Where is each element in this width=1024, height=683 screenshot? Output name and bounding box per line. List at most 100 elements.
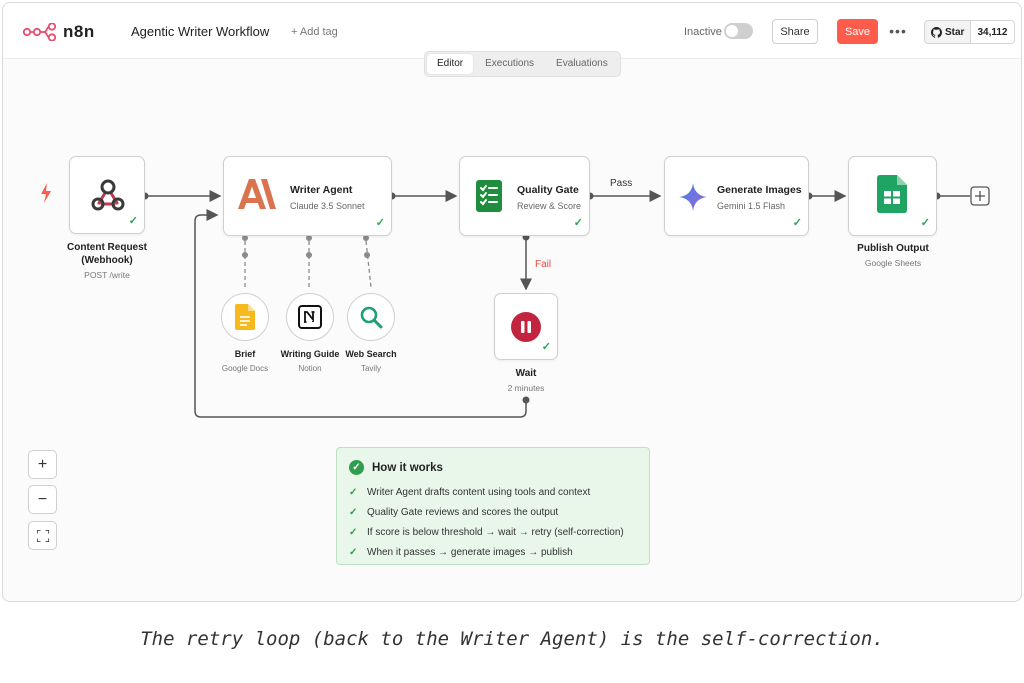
- image-caption: The retry loop (back to the Writer Agent…: [140, 628, 884, 650]
- tool-guide-title: Writing Guide: [280, 349, 340, 359]
- tab-evaluations[interactable]: Evaluations: [556, 58, 608, 69]
- node-writer-agent[interactable]: Writer Agent Claude 3.5 Sonnet ✓: [223, 156, 392, 236]
- list-item: ✓ If score is below threshold → wait → r…: [349, 522, 637, 542]
- node-webhook-title: Content Request (Webhook): [67, 242, 147, 266]
- node-quality-subtitle: Review & Score: [517, 201, 582, 211]
- how-it-works-note[interactable]: ✓ How it works ✓ Writer Agent drafts con…: [336, 447, 650, 565]
- node-publish-output[interactable]: ✓: [848, 156, 937, 236]
- active-toggle[interactable]: [724, 23, 753, 39]
- how-it-works-heading: ✓ How it works: [349, 460, 637, 475]
- node-publish-subtitle: Google Sheets: [864, 258, 922, 268]
- success-check-icon: ✓: [541, 341, 551, 353]
- node-images-title: Generate Images: [717, 184, 802, 196]
- edge-retry-loop[interactable]: [194, 209, 530, 418]
- success-check-icon: ✓: [920, 217, 930, 229]
- logo-text: n8n: [63, 22, 95, 41]
- github-icon: [931, 26, 942, 38]
- node-quality-gate[interactable]: Quality Gate Review & Score ✓: [459, 156, 590, 236]
- edge-images-publish[interactable]: [805, 190, 847, 202]
- workflow-title[interactable]: Agentic Writer Workflow: [131, 24, 270, 39]
- sheets-list-icon: [476, 180, 502, 212]
- star-count: 34,112: [971, 21, 1014, 43]
- search-icon: [360, 306, 383, 329]
- more-options-button[interactable]: •••: [889, 23, 907, 39]
- how-it-works-item: When it passes → generate images → publi…: [367, 546, 573, 558]
- tool-brief-title: Brief: [234, 349, 256, 359]
- save-button[interactable]: Save: [837, 19, 878, 44]
- how-it-works-item: Writer Agent drafts content using tools …: [367, 486, 591, 498]
- top-bar: n8n Agentic Writer Workflow + Add tag In…: [3, 3, 1021, 59]
- github-star-button[interactable]: Star: [925, 21, 972, 43]
- add-tag-button[interactable]: + Add tag: [291, 26, 338, 38]
- node-webhook[interactable]: ✓: [69, 156, 145, 234]
- node-generate-images[interactable]: Generate Images Gemini 1.5 Flash ✓: [664, 156, 809, 236]
- node-publish-caption: Publish Output Google Sheets: [833, 242, 953, 268]
- google-docs-icon: [235, 304, 255, 330]
- tool-search-subtitle: Tavily: [360, 364, 381, 373]
- check-icon: ✓: [349, 526, 358, 538]
- node-images-subtitle: Gemini 1.5 Flash: [717, 201, 786, 211]
- active-status-label: Inactive: [684, 26, 722, 38]
- list-item: ✓ Quality Gate reviews and scores the ou…: [349, 502, 637, 522]
- pause-icon: [511, 312, 541, 342]
- tool-web-search[interactable]: [347, 293, 395, 341]
- node-publish-title: Publish Output: [857, 243, 929, 254]
- tab-editor[interactable]: Editor: [427, 54, 474, 74]
- gemini-icon: [679, 183, 707, 211]
- edge-quality-images[interactable]: [586, 190, 662, 202]
- node-quality-title: Quality Gate: [517, 184, 579, 196]
- tool-guide-subtitle: Notion: [298, 364, 322, 373]
- edge-tool-search[interactable]: [363, 235, 372, 288]
- notion-icon: [298, 305, 322, 329]
- how-it-works-title: How it works: [372, 461, 443, 474]
- list-item: ✓ Writer Agent drafts content using tool…: [349, 482, 637, 502]
- tool-brief-caption: Brief Google Docs: [205, 348, 285, 373]
- edge-publish-add[interactable]: [933, 192, 971, 200]
- how-it-works-item: Quality Gate reviews and scores the outp…: [367, 506, 559, 518]
- list-item: ✓ When it passes → generate images → pub…: [349, 542, 637, 562]
- edge-pass-label: Pass: [610, 178, 633, 189]
- tool-guide-caption: Writing Guide Notion: [270, 348, 350, 373]
- node-webhook-caption: Content Request (Webhook) POST /write: [47, 241, 167, 280]
- app-frame: n8n Agentic Writer Workflow + Add tag In…: [2, 2, 1022, 602]
- success-check-icon: ✓: [128, 215, 138, 227]
- node-wait-title: Wait: [515, 368, 537, 379]
- check-icon: ✓: [349, 486, 358, 498]
- fit-view-button[interactable]: [28, 521, 57, 550]
- tool-writing-guide[interactable]: [286, 293, 334, 341]
- share-button[interactable]: Share: [772, 19, 818, 44]
- node-writer-subtitle: Claude 3.5 Sonnet: [290, 201, 365, 211]
- edge-tool-brief[interactable]: [242, 235, 248, 287]
- tool-search-caption: Web Search Tavily: [331, 348, 411, 373]
- tool-search-title: Web Search: [345, 349, 397, 359]
- check-circle-icon: ✓: [349, 460, 364, 475]
- zoom-in-button[interactable]: +: [28, 450, 57, 479]
- how-it-works-item: If score is below threshold → wait → ret…: [367, 526, 624, 538]
- node-wait-caption: Wait 2 minutes: [466, 367, 586, 393]
- n8n-logo[interactable]: n8n: [23, 22, 95, 42]
- webhook-icon: [91, 179, 125, 211]
- star-label: Star: [945, 26, 965, 38]
- zoom-out-button[interactable]: −: [28, 485, 57, 514]
- tool-brief-subtitle: Google Docs: [221, 364, 269, 373]
- success-check-icon: ✓: [573, 217, 583, 229]
- add-node-icon[interactable]: [970, 186, 990, 206]
- view-tabs: Editor Executions Evaluations: [424, 51, 621, 77]
- node-webhook-subtitle: POST /write: [84, 270, 130, 280]
- node-writer-title: Writer Agent: [290, 184, 353, 196]
- success-check-icon: ✓: [375, 217, 385, 229]
- edge-webhook-writer[interactable]: [141, 190, 222, 202]
- tab-executions[interactable]: Executions: [485, 58, 535, 69]
- trigger-bolt-icon: [41, 183, 51, 203]
- tool-brief[interactable]: [221, 293, 269, 341]
- fit-view-icon: [36, 529, 49, 542]
- edge-quality-wait[interactable]: [520, 233, 532, 291]
- node-wait-subtitle: 2 minutes: [507, 383, 545, 393]
- n8n-logo-icon: [23, 23, 57, 41]
- github-star-widget[interactable]: Star 34,112: [924, 20, 1015, 44]
- node-wait[interactable]: ✓: [494, 293, 558, 360]
- check-icon: ✓: [349, 506, 358, 518]
- edge-writer-quality[interactable]: [388, 190, 458, 202]
- edge-fail-label: Fail: [535, 259, 552, 270]
- edge-tool-guide[interactable]: [306, 235, 312, 287]
